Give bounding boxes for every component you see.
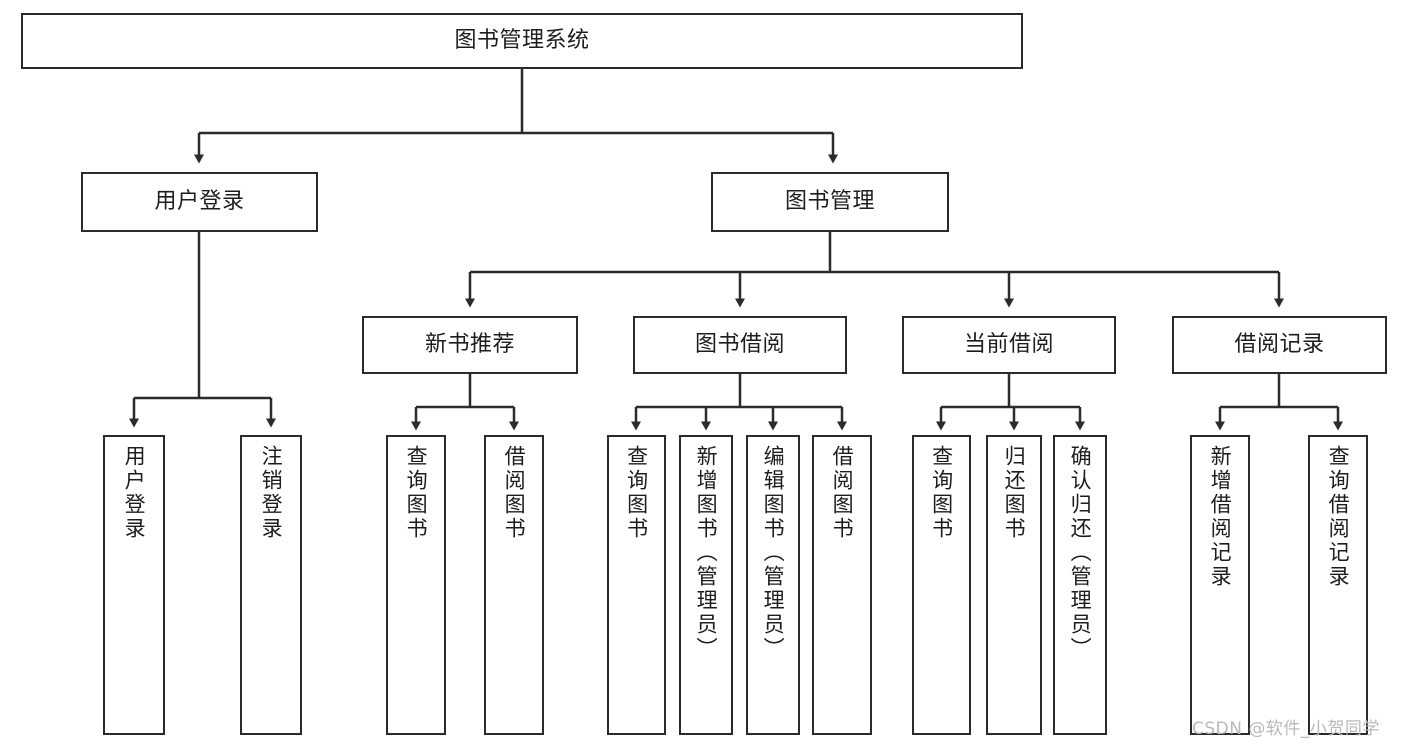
node-book-borrow[interactable]: 图书借阅 — [633, 316, 847, 374]
node-leaf-borrow-book-2[interactable]: 借阅图书 — [812, 435, 872, 735]
node-leaf-borrow-book-1[interactable]: 借阅图书 — [484, 435, 544, 735]
node-leaf-confirm-return-admin[interactable]: 确认归还（管理员） — [1053, 435, 1107, 735]
node-leaf-user-login[interactable]: 用户登录 — [103, 435, 165, 735]
edges — [129, 69, 1343, 431]
node-leaf-query-book-2[interactable]: 查询图书 — [607, 435, 666, 735]
node-leaf-logout-login[interactable]: 注销登录 — [240, 435, 302, 735]
node-root-label: 图书管理系统 — [454, 27, 590, 53]
node-leaf-add-book-admin[interactable]: 新增图书（管理员） — [679, 435, 733, 735]
node-leaf-logout-login-label: 注销登录 — [259, 445, 284, 541]
node-leaf-add-borrow-record-label: 新增借阅记录 — [1208, 445, 1233, 589]
csdn-watermark: CSDN @软件_小贺同学 — [1192, 719, 1380, 739]
node-leaf-add-book-admin-label: 新增图书（管理员） — [694, 445, 719, 661]
node-leaf-query-book-3[interactable]: 查询图书 — [912, 435, 971, 735]
node-leaf-user-login-label: 用户登录 — [122, 445, 147, 541]
node-leaf-add-borrow-record[interactable]: 新增借阅记录 — [1190, 435, 1250, 735]
node-leaf-query-book-1-label: 查询图书 — [404, 445, 429, 541]
node-book-borrow-label: 图书借阅 — [694, 331, 785, 357]
node-leaf-query-book-1[interactable]: 查询图书 — [386, 435, 446, 735]
node-borrow-record-label: 借阅记录 — [1234, 331, 1325, 357]
node-leaf-query-borrow-record-label: 查询借阅记录 — [1326, 445, 1351, 589]
node-new-book-recommend[interactable]: 新书推荐 — [362, 316, 578, 374]
node-current-borrow[interactable]: 当前借阅 — [902, 316, 1116, 374]
node-leaf-edit-book-admin[interactable]: 编辑图书（管理员） — [746, 435, 800, 735]
node-leaf-borrow-book-1-label: 借阅图书 — [502, 445, 527, 541]
node-leaf-query-book-2-label: 查询图书 — [624, 445, 649, 541]
node-new-book-recommend-label: 新书推荐 — [424, 331, 515, 357]
node-leaf-return-book[interactable]: 归还图书 — [986, 435, 1042, 735]
node-book-management[interactable]: 图书管理 — [711, 172, 949, 232]
node-user-login-label: 用户登录 — [154, 188, 245, 214]
node-leaf-confirm-return-admin-label: 确认归还（管理员） — [1068, 445, 1093, 661]
node-book-management-label: 图书管理 — [784, 188, 875, 214]
node-leaf-query-book-3-label: 查询图书 — [929, 445, 954, 541]
node-leaf-return-book-label: 归还图书 — [1002, 445, 1027, 541]
node-borrow-record[interactable]: 借阅记录 — [1172, 316, 1387, 374]
node-leaf-edit-book-admin-label: 编辑图书（管理员） — [761, 445, 786, 661]
node-root[interactable]: 图书管理系统 — [21, 13, 1023, 69]
node-current-borrow-label: 当前借阅 — [963, 331, 1054, 357]
node-leaf-borrow-book-2-label: 借阅图书 — [830, 445, 855, 541]
node-user-login[interactable]: 用户登录 — [81, 172, 318, 232]
node-leaf-query-borrow-record[interactable]: 查询借阅记录 — [1308, 435, 1368, 735]
